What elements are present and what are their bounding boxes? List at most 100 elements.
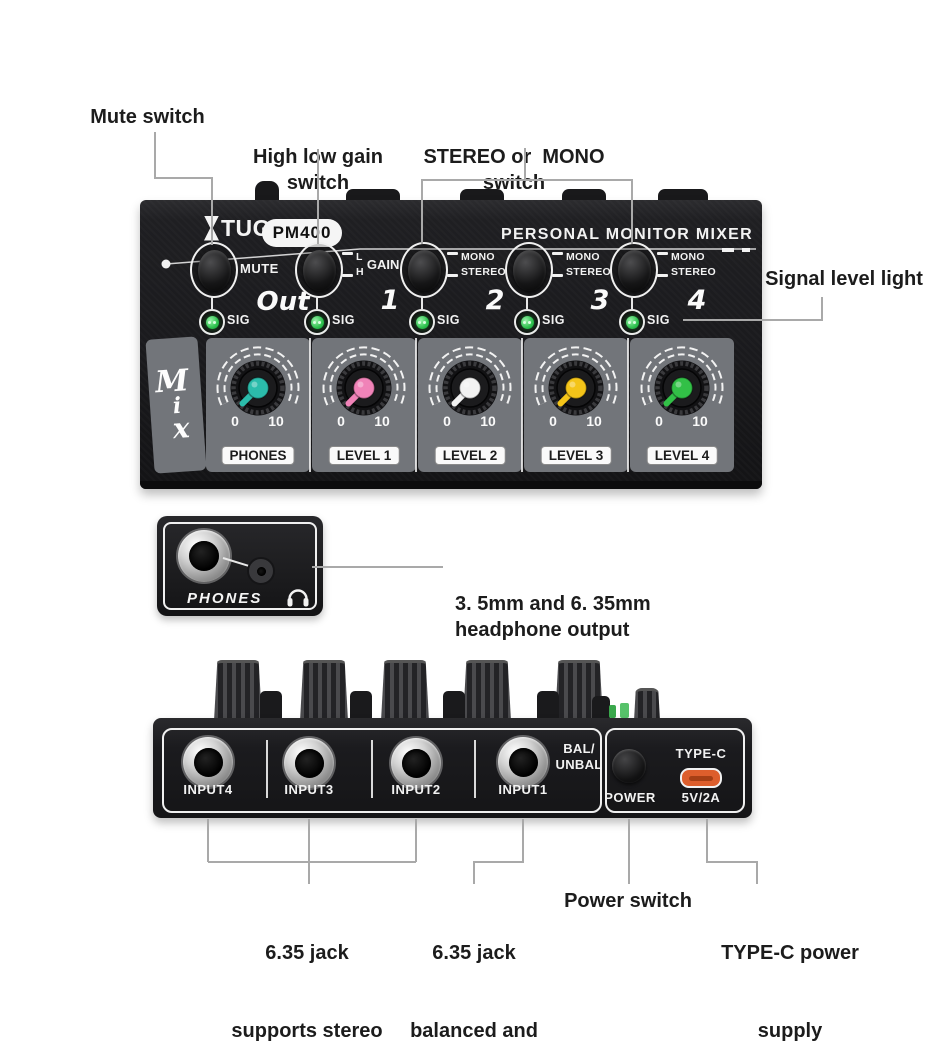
jack-hole xyxy=(294,748,324,778)
position-bar-icon xyxy=(342,274,353,277)
mute-switch[interactable] xyxy=(190,242,238,298)
gain-position-marks: L H GAIN xyxy=(342,251,399,278)
bal-unbal-label: BAL/UNBAL xyxy=(555,741,603,772)
title-dash-decor xyxy=(722,248,734,252)
channel-name-out: Out xyxy=(256,287,310,317)
channel-panel-1: 0 10 LEVEL 1 xyxy=(312,338,416,472)
knob-label: LEVEL 3 xyxy=(540,446,612,465)
callout-jack-balanced: 6.35 jack balanced and unbalanced xyxy=(410,942,538,1042)
jack-hole xyxy=(189,541,219,571)
position-bar-icon xyxy=(657,274,668,277)
channel-name-4: 4 xyxy=(687,285,707,316)
input3-jack[interactable] xyxy=(284,738,334,788)
typec-slot xyxy=(689,775,713,781)
input2-label: INPUT2 xyxy=(391,782,441,797)
panel-title: PERSONAL MONITOR MIXER xyxy=(500,226,753,243)
jack-hole xyxy=(508,747,538,777)
gain-switch[interactable] xyxy=(295,242,343,298)
power-label: POWER xyxy=(604,790,656,805)
knob-top-decor xyxy=(214,660,262,721)
position-bar-icon xyxy=(552,274,563,277)
top-jack-decor xyxy=(255,181,279,202)
sig-led-4 xyxy=(619,309,645,335)
switch-cap xyxy=(407,249,441,291)
phones-label: PHONES xyxy=(187,590,263,607)
callout-typec-supply: TYPE-C power supply xyxy=(721,942,859,1042)
knob-level-3[interactable]: 0 10 xyxy=(524,342,628,442)
panel-separator xyxy=(520,338,523,472)
switch-cap xyxy=(512,249,546,291)
power-button[interactable] xyxy=(612,749,646,783)
channel-panel-4: 0 10 LEVEL 4 xyxy=(630,338,734,472)
position-bar-icon xyxy=(447,274,458,277)
channel-panel-3: 0 10 LEVEL 3 xyxy=(524,338,628,472)
jack-hole xyxy=(401,748,431,778)
sig-label: SIG xyxy=(227,313,251,327)
panel-separator xyxy=(308,338,311,472)
model-badge: PM400 xyxy=(262,219,342,247)
input1-jack[interactable] xyxy=(498,737,548,787)
switch-cap xyxy=(197,249,231,291)
phones-635-jack[interactable] xyxy=(178,530,230,582)
panel-separator xyxy=(414,338,417,472)
svg-text:10: 10 xyxy=(692,413,708,429)
panel-separator xyxy=(626,338,629,472)
green-led xyxy=(205,315,219,329)
phones-output-panel: PHONES xyxy=(157,516,323,616)
mono-stereo-switch-2[interactable] xyxy=(400,242,448,298)
sig-led-out xyxy=(199,309,225,335)
led-decor xyxy=(609,705,616,718)
mono-stereo-switch-4[interactable] xyxy=(610,242,658,298)
brand-x-icon xyxy=(204,215,219,241)
knob-level-2[interactable]: 0 10 xyxy=(418,342,522,442)
green-led xyxy=(625,315,639,329)
input-separator xyxy=(371,740,373,798)
channel-panel-2: 0 10 LEVEL 2 xyxy=(418,338,522,472)
svg-text:10: 10 xyxy=(374,413,390,429)
sig-label: SIG xyxy=(647,313,671,327)
sig-led-2 xyxy=(409,309,435,335)
switch-sig-link xyxy=(316,296,318,309)
switch-cap xyxy=(617,249,651,291)
svg-text:0: 0 xyxy=(231,413,239,429)
green-led xyxy=(310,315,324,329)
svg-text:0: 0 xyxy=(337,413,345,429)
phones-35-jack[interactable] xyxy=(247,557,275,585)
svg-text:0: 0 xyxy=(443,413,451,429)
sig-label: SIG xyxy=(437,313,461,327)
position-bar-icon xyxy=(657,252,668,255)
typec-port[interactable] xyxy=(680,768,722,788)
channel-name-1: 1 xyxy=(380,285,400,316)
input-separator xyxy=(474,740,476,798)
callout-signal-level-light: Signal level light xyxy=(765,268,923,290)
input2-jack[interactable] xyxy=(391,738,441,788)
input4-label: INPUT4 xyxy=(183,782,233,797)
knob-top-decor xyxy=(463,660,511,721)
mono-stereo-switch-3[interactable] xyxy=(505,242,553,298)
knob-label: LEVEL 1 xyxy=(328,446,400,465)
switch-sig-link xyxy=(526,296,528,309)
typec-label: TYPE-C xyxy=(675,746,727,761)
knob-phones[interactable]: 0 10 xyxy=(206,342,310,442)
mute-switch-label: MUTE xyxy=(240,261,279,276)
svg-text:10: 10 xyxy=(586,413,602,429)
knob-label: LEVEL 4 xyxy=(646,446,718,465)
green-led xyxy=(520,315,534,329)
input3-label: INPUT3 xyxy=(284,782,334,797)
svg-text:10: 10 xyxy=(268,413,284,429)
jack-hole xyxy=(193,747,223,777)
knob-level-1[interactable]: 0 10 xyxy=(312,342,416,442)
callout-jack-stereo: 6.35 jack supports stereo or mono xyxy=(231,942,383,1042)
input-separator xyxy=(266,740,268,798)
position-bar-icon xyxy=(552,252,563,255)
mono-stereo-marks: MONO STEREO xyxy=(447,251,506,278)
input4-jack[interactable] xyxy=(183,737,233,787)
rear-panel: INPUT4 INPUT3 INPUT2 INPUT1 BAL/UNBAL PO… xyxy=(153,718,752,818)
mono-stereo-marks: MONO STEREO xyxy=(552,251,611,278)
switch-sig-link xyxy=(631,296,633,309)
knob-level-4[interactable]: 0 10 xyxy=(630,342,734,442)
jack-hole xyxy=(256,566,266,576)
